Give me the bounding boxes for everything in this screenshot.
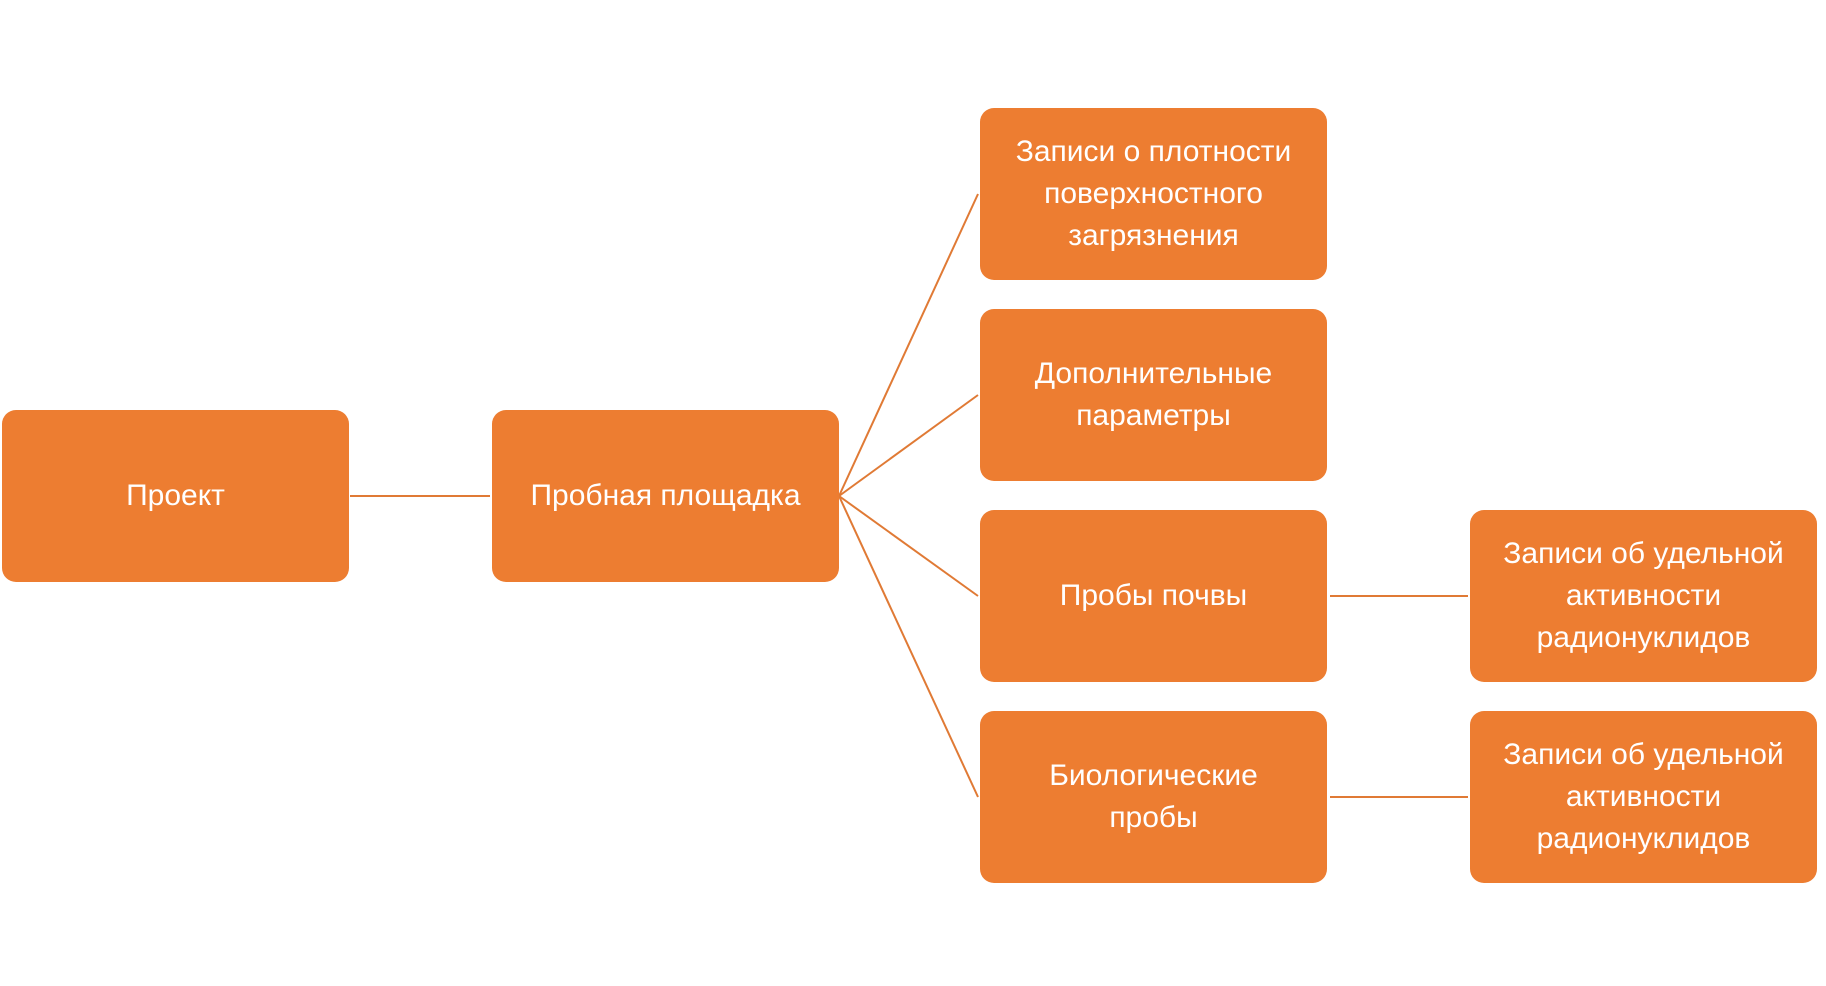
node-label: Биологические пробы [1049, 759, 1258, 834]
node-label: Записи об удельной активности радионукли… [1503, 537, 1784, 654]
node-bio-samples: Биологические пробы [980, 711, 1327, 883]
node-bio-activity: Записи об удельной активности радионукли… [1470, 711, 1817, 883]
connector-site-bio [838, 495, 979, 798]
connector-site-soil [838, 495, 979, 597]
node-label: Пробы почвы [1059, 579, 1248, 612]
node-label: Пробная площадка [530, 479, 801, 512]
connector-site-params [838, 394, 979, 497]
node-test-site: Пробная площадка [492, 410, 839, 582]
node-soil-samples: Пробы почвы [980, 510, 1327, 682]
node-project: Проект [2, 410, 349, 582]
connector-site-surface [838, 193, 979, 497]
node-label: Записи о плотности поверхностного загряз… [1015, 135, 1292, 252]
node-label: Дополнительные параметры [1034, 357, 1273, 432]
node-label: Записи об удельной активности радионукли… [1503, 738, 1784, 855]
node-label: Проект [126, 479, 225, 512]
node-extra-params: Дополнительные параметры [980, 309, 1327, 481]
node-surface-density: Записи о плотности поверхностного загряз… [980, 108, 1327, 280]
node-soil-activity: Записи об удельной активности радионукли… [1470, 510, 1817, 682]
